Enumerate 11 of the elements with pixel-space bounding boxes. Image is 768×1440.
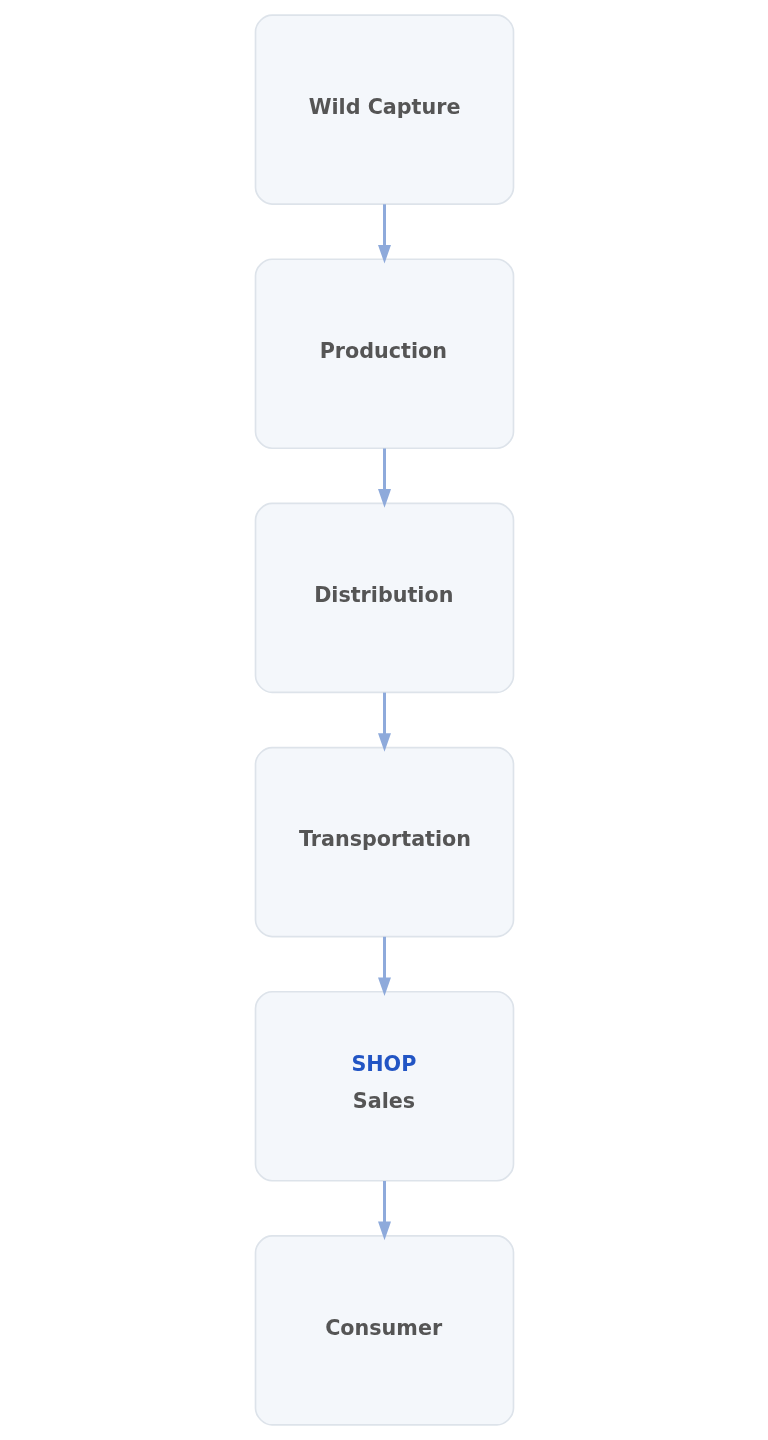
node-box: SHOP Sales — [254, 990, 514, 1182]
node-box: Production — [254, 258, 514, 450]
node-box: Wild Capture — [254, 14, 514, 205]
arrow — [377, 204, 391, 264]
arrow — [377, 936, 391, 996]
node-box: Transportation — [254, 746, 514, 938]
node-box: Distribution — [254, 502, 514, 694]
arrow — [377, 448, 391, 508]
arrow — [377, 692, 391, 752]
arrow — [377, 1180, 391, 1241]
node-box: Consumer — [254, 1235, 514, 1426]
